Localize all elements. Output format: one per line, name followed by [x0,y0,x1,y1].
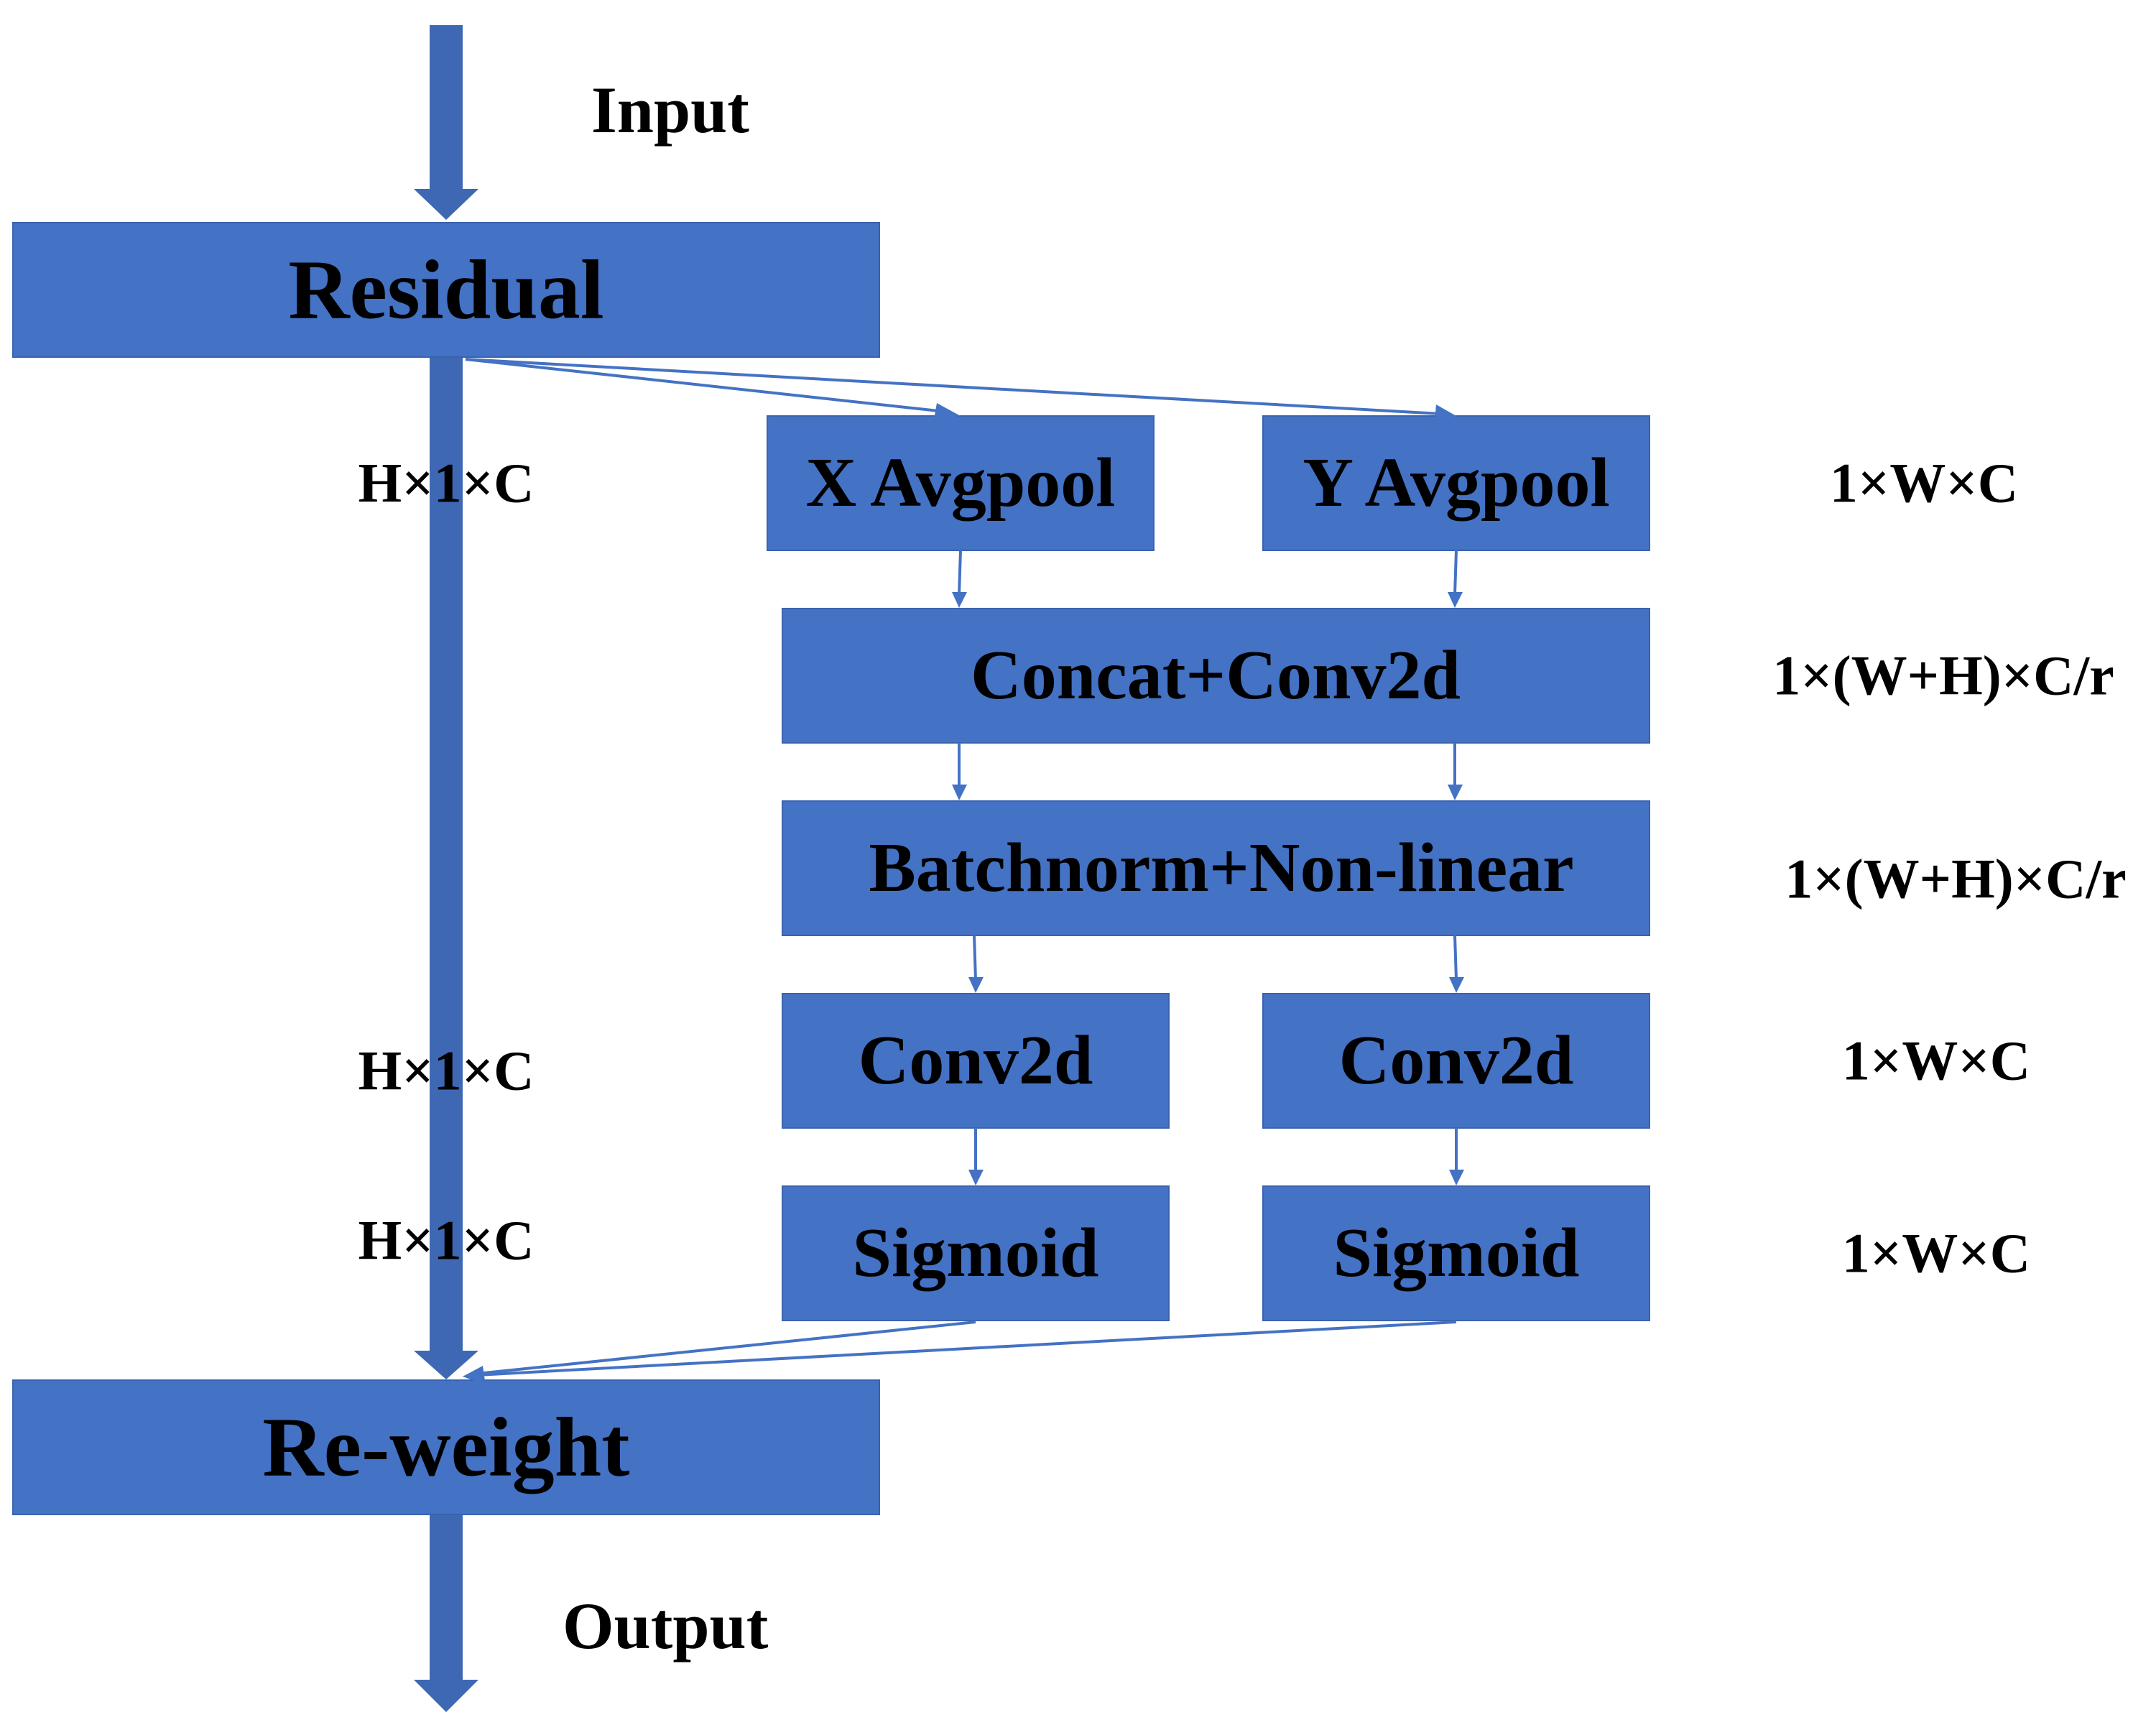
input-arrow [414,25,478,220]
y-avgpool-block: Y Avgpool [1262,415,1650,551]
residual-to-y-avgpool-arrow [465,358,1456,422]
x-avgpool-label: X Avgpool [805,444,1115,522]
conv2d-to-sigmoid-left-arrow [968,1128,984,1185]
x-avgpool-block: X Avgpool [767,415,1155,551]
concat-to-batchnorm-right-arrow [1448,743,1463,800]
conv2d-to-sigmoid-right-arrow [1449,1128,1464,1185]
x-avgpool-to-concat-arrow [952,550,967,608]
batchnorm-to-conv2d-left-arrow [968,935,984,993]
conv2d-left-label: Conv2d [859,1022,1093,1099]
dim-label-right-1: 1×W×C [1830,452,2018,514]
y-avgpool-to-concat-arrow [1448,550,1463,608]
dim-label-left-3: H×1×C [358,1209,535,1272]
conv2d-left-block: Conv2d [782,993,1170,1129]
conv2d-right-label: Conv2d [1339,1022,1574,1099]
sigmoid-right-block: Sigmoid [1262,1185,1650,1321]
sigmoid-right-to-reweight-arrow [463,1321,1457,1384]
y-avgpool-label: Y Avgpool [1303,444,1609,522]
concat-conv2d-block: Concat+Conv2d [782,608,1650,744]
concat-conv2d-label: Concat+Conv2d [971,637,1461,714]
batchnorm-nonlinear-label: Batchnorm+Non-linear [869,829,1573,907]
dim-label-right-5: 1×W×C [1842,1222,2030,1285]
dim-label-left-1: H×1×C [358,452,535,514]
reweight-label: Re-weight [262,1400,629,1494]
conv2d-right-block: Conv2d [1262,993,1650,1129]
input-label: Input [591,73,749,147]
dim-label-right-2: 1×(W+H)×C/r [1772,644,2114,707]
dim-label-left-2: H×1×C [358,1040,535,1102]
residual-block: Residual [12,222,880,358]
skip-connection-arrow [414,357,478,1379]
sigmoid-right-label: Sigmoid [1333,1214,1579,1292]
output-arrow [414,1514,478,1712]
output-label: Output [563,1589,769,1662]
dim-label-right-3: 1×(W+H)×C/r [1785,848,2127,910]
reweight-block: Re-weight [12,1379,880,1515]
batchnorm-nonlinear-block: Batchnorm+Non-linear [782,800,1650,936]
residual-label: Residual [288,243,603,337]
sigmoid-left-label: Sigmoid [852,1214,1098,1292]
batchnorm-to-conv2d-right-arrow [1449,935,1464,993]
dim-label-right-4: 1×W×C [1842,1030,2030,1092]
sigmoid-left-block: Sigmoid [782,1185,1170,1321]
concat-to-batchnorm-left-arrow [952,743,967,800]
residual-to-x-avgpool-arrow [465,358,961,420]
